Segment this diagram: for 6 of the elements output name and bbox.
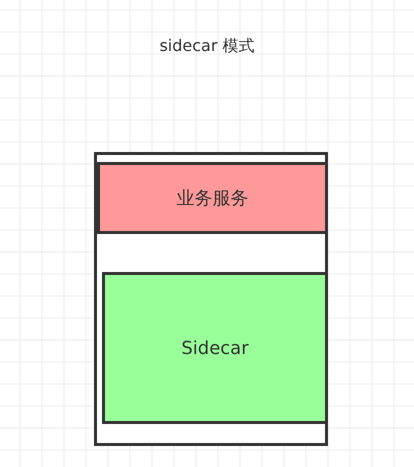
container-box bbox=[94, 152, 328, 446]
box-label: 业务服务 bbox=[176, 186, 248, 210]
box-label: Sidecar bbox=[181, 336, 249, 360]
diagram-title: sidecar 模式 bbox=[158, 35, 256, 57]
service-box bbox=[97, 162, 328, 234]
sidecar-box bbox=[102, 272, 328, 424]
